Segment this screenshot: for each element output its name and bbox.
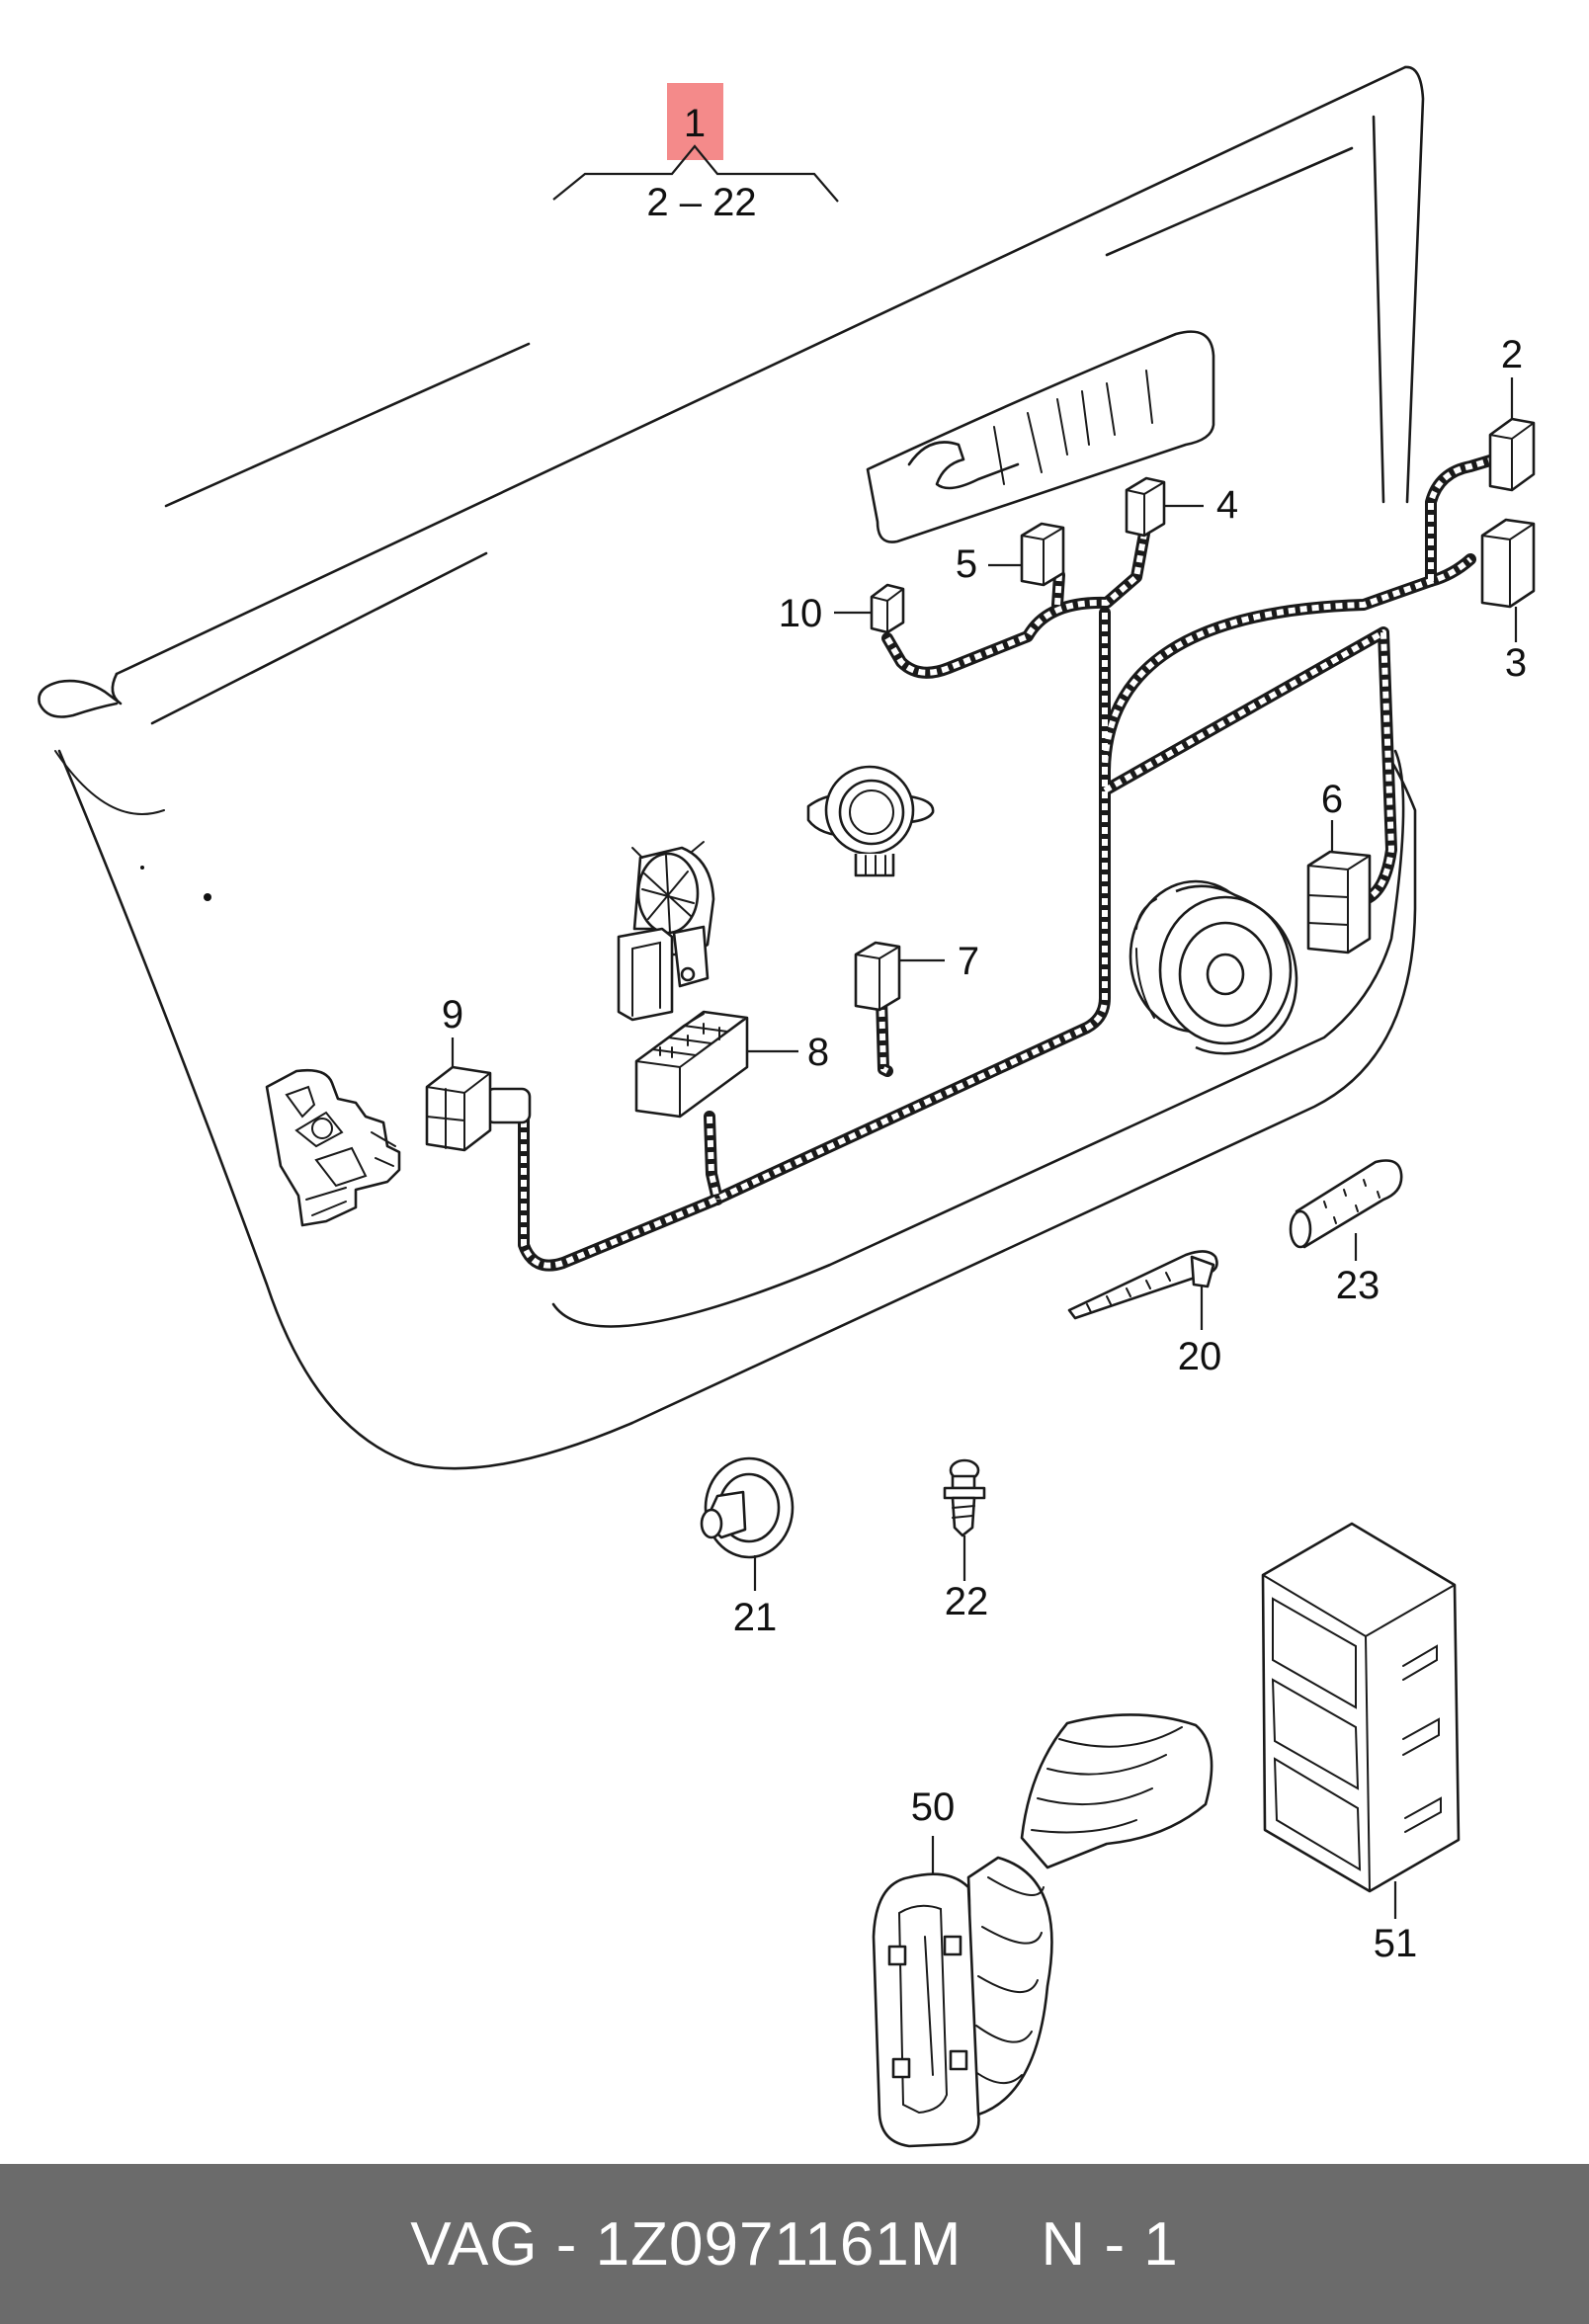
- rubber-grommet-icon: 21: [700, 1456, 794, 1639]
- connector-5-icon: 5: [956, 522, 1065, 587]
- connector-6-label: 6: [1321, 778, 1343, 821]
- tweeter-icon: [806, 765, 935, 877]
- footer-page: N - 1: [1041, 2209, 1179, 2279]
- part-number-footer: VAG - 1Z0971161M N - 1: [0, 2164, 1589, 2324]
- door-speaker-icon: [1129, 879, 1298, 1055]
- cable-tie-label: 20: [1178, 1335, 1222, 1378]
- footer-separator: -: [538, 2209, 596, 2279]
- connector-2-label: 2: [1501, 333, 1523, 376]
- expanding-clip-label: 22: [945, 1580, 989, 1623]
- connector-9-label: 9: [442, 993, 463, 1037]
- connector-4-icon: 4: [1125, 476, 1238, 538]
- connector-4-label: 4: [1216, 483, 1238, 527]
- callout-1-group: 1 2 – 22: [552, 83, 839, 224]
- connector-10-label: 10: [779, 592, 823, 635]
- cable-tie-icon: 20: [1067, 1250, 1222, 1378]
- connector-3-label: 3: [1505, 641, 1527, 685]
- footer-part-number: 1Z0971161M: [595, 2209, 962, 2279]
- door-panel-icon: [38, 65, 1425, 1470]
- corrugated-boot-icon: 50: [872, 1713, 1213, 2148]
- connector-8-icon: 8: [634, 1010, 829, 1119]
- expanding-clip-icon: 22: [943, 1458, 989, 1623]
- callout-1-bracket: [552, 144, 839, 203]
- connector-10-icon: 10: [779, 583, 905, 635]
- footer-brand: VAG: [410, 2209, 539, 2279]
- connector-3-icon: 3: [1480, 518, 1536, 685]
- connector-8-label: 8: [807, 1031, 829, 1074]
- callout-range-label: 2 – 22: [646, 181, 756, 224]
- connector-2-icon: 2: [1488, 333, 1536, 492]
- foam-sleeve-label: 23: [1336, 1264, 1380, 1307]
- door-wiring-diagram: 1 2 – 22: [38, 65, 1536, 2148]
- window-regulator-motor-icon: [617, 841, 715, 1022]
- connector-6-icon: 6: [1306, 778, 1372, 954]
- door-lock-actuator-icon: [265, 1068, 401, 1227]
- connector-7-icon: 7: [854, 940, 979, 1012]
- connector-9-icon: 9: [425, 993, 492, 1152]
- foam-sleeve-icon: 23: [1289, 1159, 1403, 1307]
- connector-5-label: 5: [956, 542, 977, 586]
- connector-holder-label: 51: [1374, 1922, 1418, 1965]
- rubber-grommet-label: 21: [733, 1596, 778, 1639]
- callout-1-label: 1: [684, 102, 706, 145]
- corrugated-boot-label: 50: [911, 1785, 956, 1829]
- connector-holder-icon: 51: [1261, 1522, 1461, 1965]
- connector-7-label: 7: [958, 940, 979, 983]
